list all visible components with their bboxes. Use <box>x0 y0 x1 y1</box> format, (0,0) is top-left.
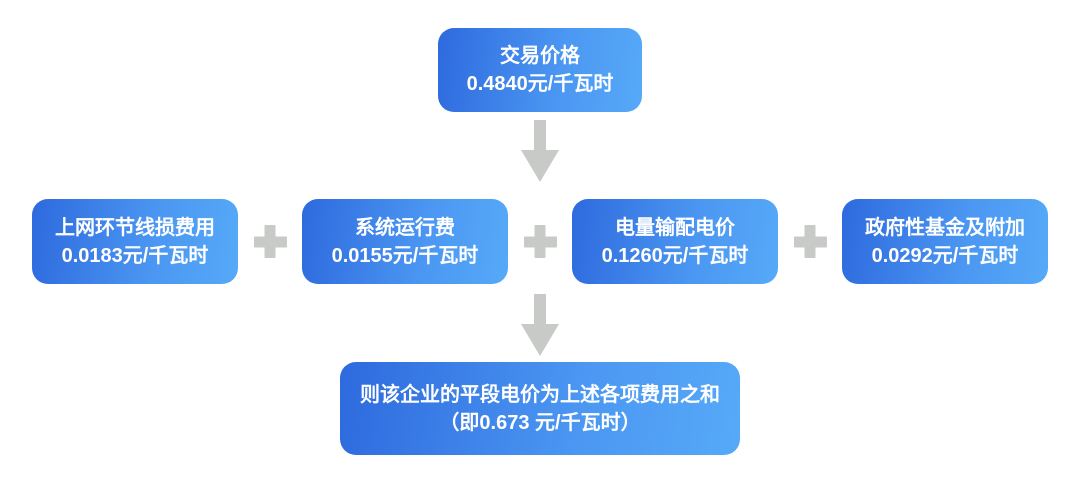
box-transmission-distribution-price-value: 0.1260元/千瓦时 <box>601 244 749 267</box>
box-government-funds-surcharge-value: 0.0292元/千瓦时 <box>871 244 1019 267</box>
box-transaction-price-title: 交易价格 <box>500 45 580 67</box>
box-transmission-distribution-price-title: 电量输配电价 <box>615 216 735 239</box>
cost-components-row: 上网环节线损费用 0.0183元/千瓦时 系统运行费 0.0155元/千瓦时 电… <box>0 199 1080 284</box>
box-transmission-distribution-price: 电量输配电价 0.1260元/千瓦时 <box>572 199 778 284</box>
down-arrow-icon <box>521 120 559 182</box>
box-result-total-price-line2: （即0.673 元/千瓦时） <box>439 411 641 434</box>
box-system-operation-fee-title: 系统运行费 <box>355 216 455 239</box>
box-system-operation-fee: 系统运行费 0.0155元/千瓦时 <box>302 199 508 284</box>
box-line-loss-fee-value: 0.0183元/千瓦时 <box>61 244 209 267</box>
box-line-loss-fee-title: 上网环节线损费用 <box>55 216 215 239</box>
box-result-total-price-line1: 则该企业的平段电价为上述各项费用之和 <box>360 383 720 406</box>
box-transaction-price: 交易价格 0.4840元/千瓦时 <box>438 28 642 112</box>
box-result-total-price: 则该企业的平段电价为上述各项费用之和 （即0.673 元/千瓦时） <box>340 362 740 455</box>
plus-icon <box>794 225 827 258</box>
box-government-funds-surcharge: 政府性基金及附加 0.0292元/千瓦时 <box>842 199 1048 284</box>
plus-icon <box>254 225 287 258</box>
box-system-operation-fee-value: 0.0155元/千瓦时 <box>331 244 479 267</box>
box-transaction-price-value: 0.4840元/千瓦时 <box>466 73 614 95</box>
down-arrow-icon <box>521 294 559 356</box>
box-government-funds-surcharge-title: 政府性基金及附加 <box>865 216 1025 239</box>
box-line-loss-fee: 上网环节线损费用 0.0183元/千瓦时 <box>32 199 238 284</box>
plus-icon <box>524 225 557 258</box>
